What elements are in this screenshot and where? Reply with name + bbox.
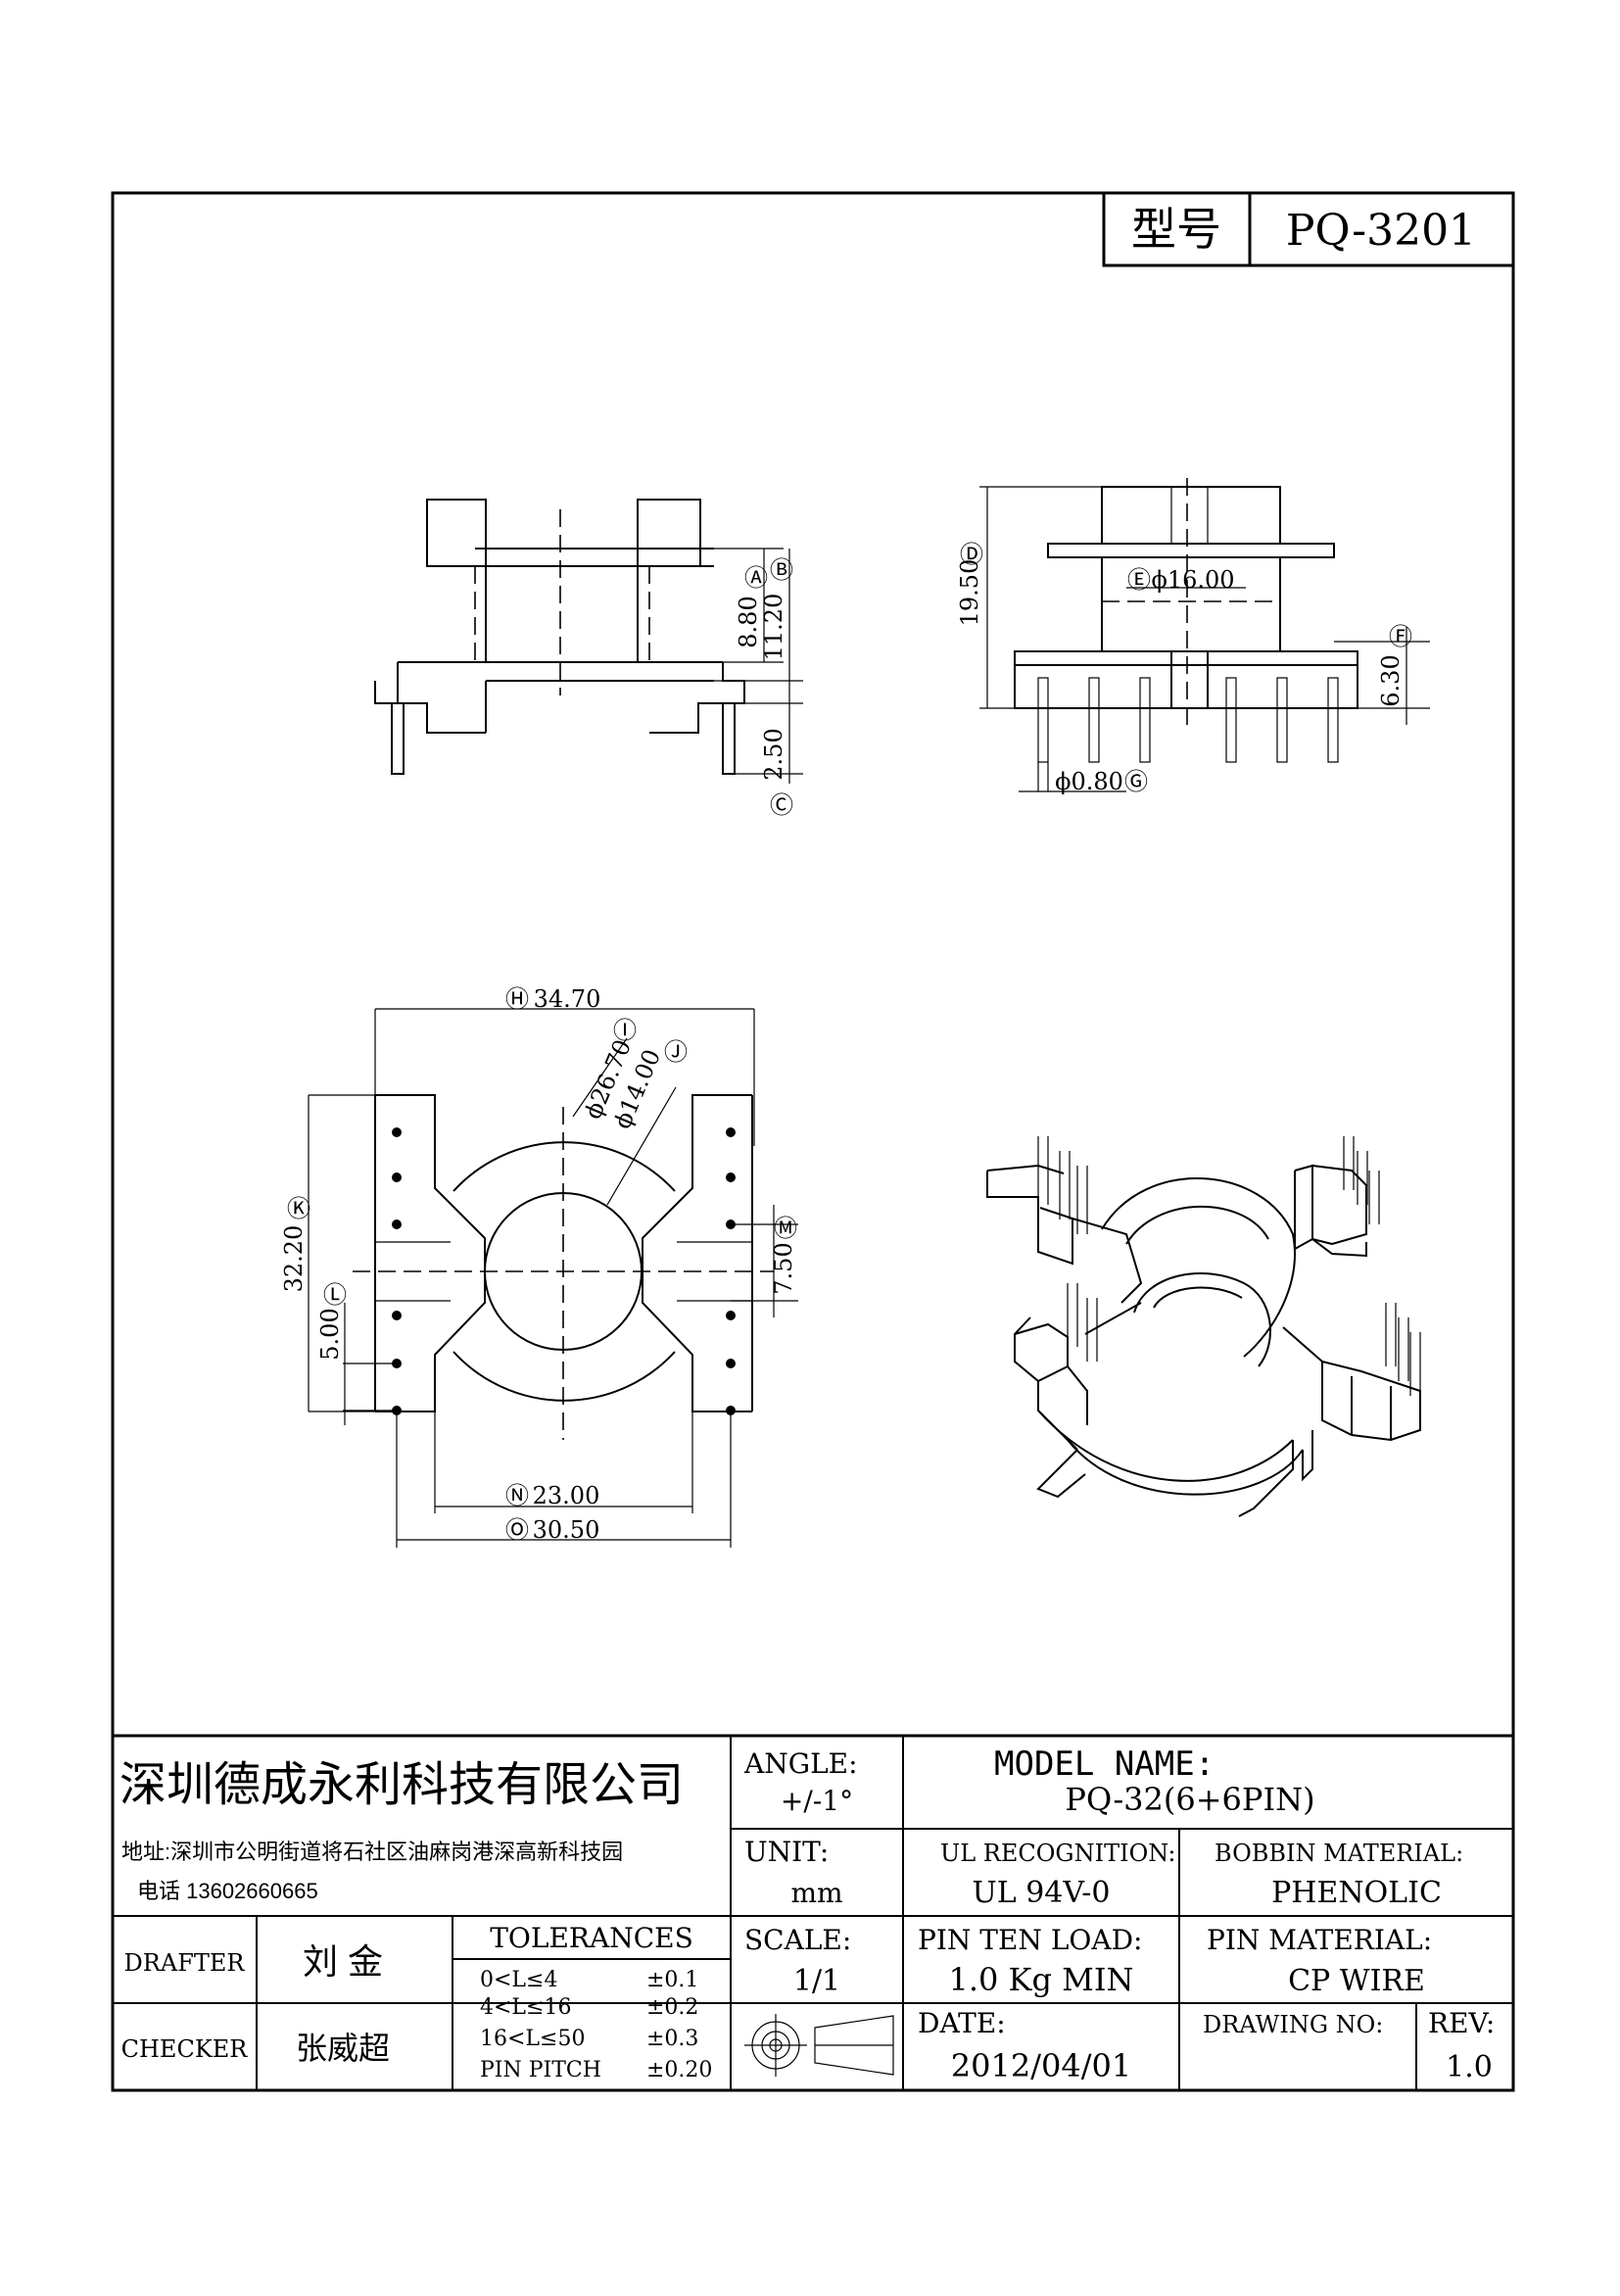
dim-c-value: 2.50 <box>760 728 787 780</box>
sheet-border <box>111 191 1515 2092</box>
dim-b-value: 11.20 <box>760 594 787 661</box>
model-name-label: MODEL NAME: <box>994 1745 1215 1784</box>
title-block: 深圳德成永利科技有限公司 地址:深圳市公明街道将石社区油麻岗港深高新科技园 电话… <box>113 1734 1513 2090</box>
dim-e-marker: Ⓔ <box>1127 566 1151 594</box>
dim-d-marker: Ⓓ <box>960 541 983 568</box>
dim-e-value: ϕ16.00 <box>1151 566 1234 594</box>
tolerance-range-1: 0<L≤4 <box>480 1968 557 1992</box>
rev-label: REV: <box>1428 2007 1495 2039</box>
dim-h-value: 34.70 <box>534 985 601 1013</box>
model-label: 型号 <box>1131 204 1221 255</box>
projection-symbol <box>744 2014 894 2077</box>
tolerance-range-3: 16<L≤50 <box>480 2027 585 2051</box>
dim-n-value: 23.00 <box>533 1482 600 1509</box>
tolerance-value-1: ±0.1 <box>646 1968 698 1992</box>
company-address: 地址:深圳市公明街道将石社区油麻岗港深高新科技园 <box>121 1840 623 1864</box>
model-number: PQ-3201 <box>1286 206 1476 256</box>
tolerance-value-2: ±0.2 <box>646 1995 698 2020</box>
drawing-no-label: DRAWING NO: <box>1203 2011 1383 2038</box>
ul-value: UL 94V-0 <box>972 1876 1110 1910</box>
pin-load-label: PIN TEN LOAD: <box>918 1924 1142 1956</box>
dim-g-value: ϕ0.80 <box>1055 768 1123 795</box>
scale-value: 1/1 <box>793 1964 840 1998</box>
dim-j-marker: Ⓙ <box>664 1038 688 1066</box>
bobbin-material-value: PHENOLIC <box>1271 1876 1442 1910</box>
unit-label: UNIT: <box>744 1836 829 1868</box>
bobbin-material-label: BOBBIN MATERIAL: <box>1215 1840 1463 1867</box>
checker-name: 张威超 <box>296 2031 390 2066</box>
tolerance-value-4: ±0.20 <box>646 2058 712 2082</box>
checker-label: CHECKER <box>121 2035 249 2063</box>
tolerance-value-3: ±0.3 <box>646 2027 698 2051</box>
scale-label: SCALE: <box>744 1924 851 1956</box>
drafter-label: DRAFTER <box>124 1949 246 1977</box>
plan-view: Ⓗ 34.70 Ⓚ 32.20 Ⓛ 5.00 <box>280 985 798 1548</box>
tolerances-label: TOLERANCES <box>490 1922 693 1954</box>
isometric-view <box>986 1136 1421 1517</box>
company-phone: 电话 13602660665 <box>137 1879 318 1903</box>
company-name: 深圳德成永利科技有限公司 <box>119 1759 684 1811</box>
angle-label: ANGLE: <box>743 1747 858 1780</box>
pin-material-label: PIN MATERIAL: <box>1207 1924 1432 1956</box>
dim-d-value: 19.50 <box>956 559 983 627</box>
drafter-name: 刘 金 <box>303 1941 383 1982</box>
side-view: 8.80 Ⓐ 11.20 Ⓑ 2.50 Ⓒ <box>374 499 803 819</box>
date-label: DATE: <box>918 2007 1006 2039</box>
pin-material-value: CP WIRE <box>1288 1964 1425 1998</box>
dim-k-value: 32.20 <box>280 1225 308 1293</box>
angle-value: +/-1° <box>781 1785 853 1817</box>
dim-a-value: 8.80 <box>735 596 762 647</box>
tolerance-range-2: 4<L≤16 <box>480 1995 571 2020</box>
dim-o-marker: Ⓞ <box>505 1516 529 1544</box>
rev-value: 1.0 <box>1446 2050 1493 2084</box>
dim-c-marker: Ⓒ <box>770 791 793 819</box>
dim-a-marker: Ⓐ <box>744 564 768 592</box>
date-value: 2012/04/01 <box>951 2047 1131 2084</box>
pin-load-value: 1.0 Kg MIN <box>948 1961 1133 1998</box>
dim-g-marker: Ⓖ <box>1124 768 1148 795</box>
dim-h-marker: Ⓗ <box>505 985 529 1013</box>
dim-o-value: 30.50 <box>533 1516 600 1544</box>
dim-f-value: 6.30 <box>1377 654 1405 706</box>
model-header: 型号 PQ-3201 <box>1102 191 1515 267</box>
dim-l-value: 5.00 <box>316 1308 344 1360</box>
dim-m-marker: Ⓜ <box>774 1215 797 1242</box>
dim-i-marker: Ⓘ <box>613 1017 637 1044</box>
ul-label: UL RECOGNITION: <box>940 1840 1175 1867</box>
dim-l-marker: Ⓛ <box>323 1281 347 1309</box>
dim-b-marker: Ⓑ <box>770 556 793 584</box>
dim-f-marker: Ⓕ <box>1389 623 1412 650</box>
dim-m-value: 7.50 <box>770 1242 797 1294</box>
tolerance-range-4: PIN PITCH <box>480 2058 601 2082</box>
front-view: 19.50 Ⓓ Ⓔ ϕ16.00 Ⓕ 6.30 ϕ0.80 Ⓖ <box>956 478 1430 795</box>
dim-n-marker: Ⓝ <box>505 1482 529 1509</box>
dim-k-marker: Ⓚ <box>287 1195 310 1222</box>
model-name-value: PQ-32(6+6PIN) <box>1065 1781 1314 1818</box>
unit-value: mm <box>790 1877 842 1909</box>
